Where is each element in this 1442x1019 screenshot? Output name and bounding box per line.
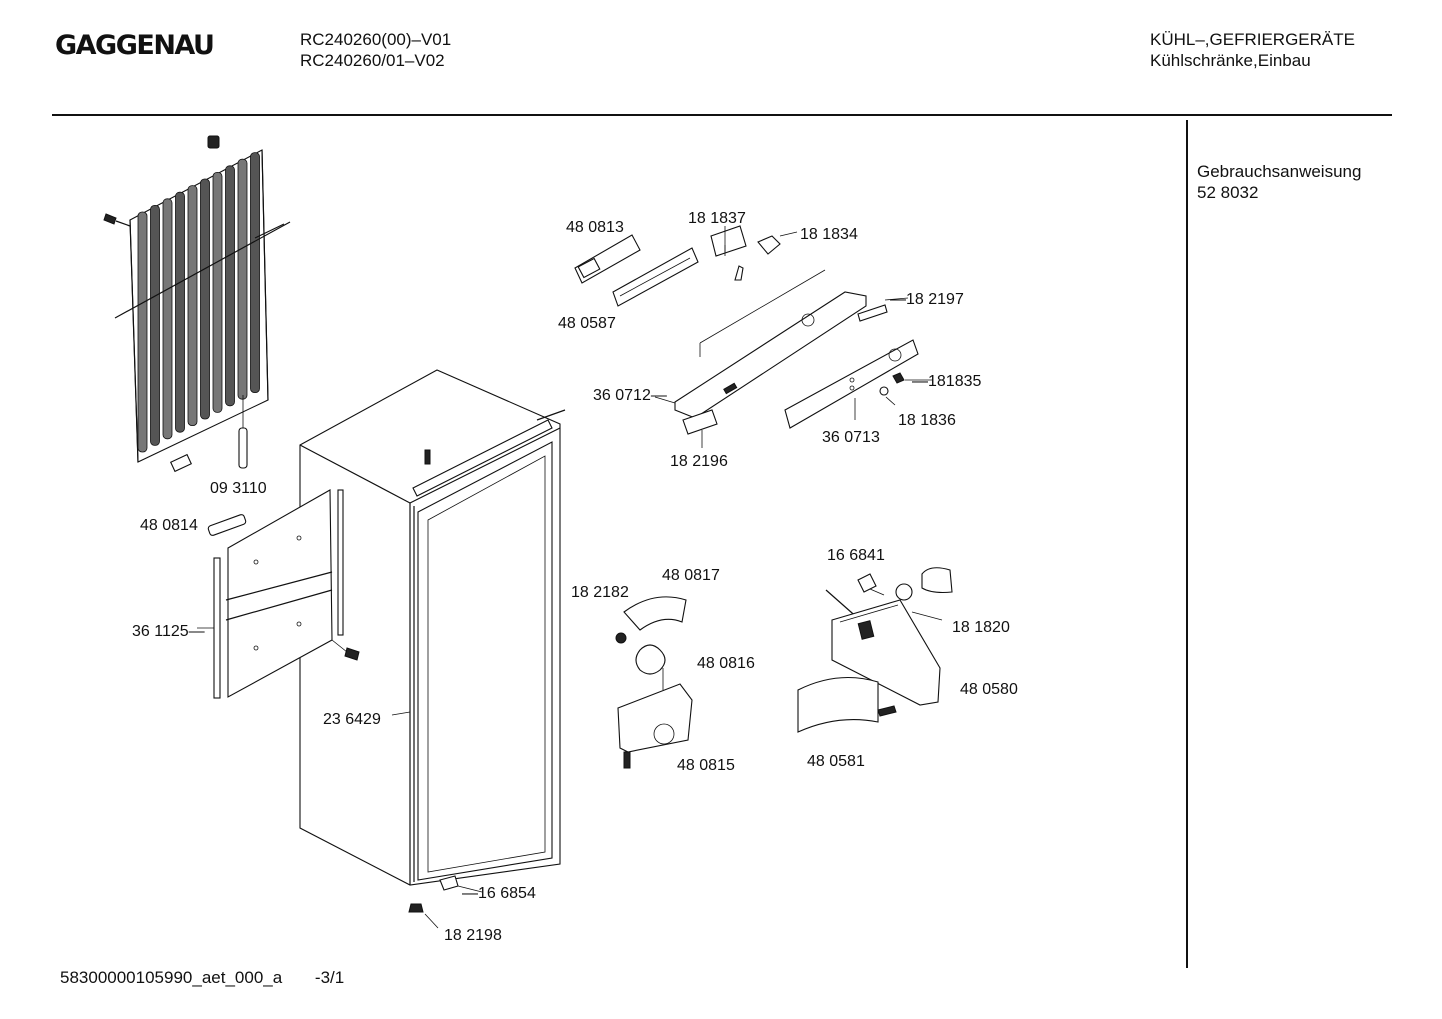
coil-tube <box>175 191 185 433</box>
part-label-480816: 48 0816 <box>697 655 755 672</box>
part-label-361125: 36 1125— <box>132 623 205 640</box>
part-label-093110: 09 3110 <box>210 480 267 497</box>
part-label-182182: 18 2182 <box>571 584 629 601</box>
coil-tube <box>237 158 248 400</box>
part-label-181836: 18 1836 <box>898 412 956 429</box>
fan-assembly <box>615 596 693 769</box>
part-label-181834: 18 1834 <box>800 226 858 243</box>
manual-number: 52 8032 <box>1197 183 1259 202</box>
category-line-2: Kühlschränke,Einbau <box>1150 51 1311 70</box>
part-label-480815: 48 0815 <box>677 757 735 774</box>
coil-tube <box>137 211 148 453</box>
coil-tube <box>162 198 173 440</box>
coil-tube <box>187 185 198 427</box>
condenser-coil <box>103 135 291 473</box>
sidebar-divider <box>1186 120 1188 968</box>
part-label-181835: —181835 <box>912 373 981 390</box>
part-label-480817: 48 0817 <box>662 567 720 584</box>
document-id: 58300000105990_aet_000_a <box>60 968 283 987</box>
part-label-182196: 18 2196 <box>670 453 728 470</box>
category: KÜHL–,GEFRIERGERÄTE Kühlschränke,Einbau <box>1150 29 1355 71</box>
coil-tube <box>200 178 210 420</box>
footer: 58300000105990_aet_000_a -3/1 <box>60 968 344 988</box>
coil-tube <box>150 204 160 446</box>
part-label-181837: 18 1837 <box>688 210 746 227</box>
light-thermostat-unit <box>797 567 953 733</box>
model-line-1: RC240260(00)–V01 <box>300 30 452 49</box>
part-label-181820: 18 1820 <box>952 619 1010 636</box>
header-divider <box>52 114 1392 116</box>
part-label-360712: 36 0712— <box>593 387 667 404</box>
category-line-1: KÜHL–,GEFRIERGERÄTE <box>1150 30 1355 49</box>
cabinet-shell <box>299 369 566 929</box>
manual-reference: Gebrauchsanweisung 52 8032 <box>1197 161 1361 203</box>
part-label-236429: 23 6429 <box>323 711 381 728</box>
manual-title: Gebrauchsanweisung <box>1197 162 1362 181</box>
control-panel-assembly <box>574 225 932 448</box>
part-label-480581: 48 0581 <box>807 753 865 770</box>
part-labels: 09 3110 48 0814 36 1125— 23 6429 —16 685… <box>132 210 1018 944</box>
page-number: -3/1 <box>314 968 345 987</box>
part-label-182197: —18 2197 <box>890 291 964 308</box>
part-label-166854: —16 6854 <box>462 885 536 902</box>
part-label-480814: 48 0814 <box>140 517 198 534</box>
coil-tube <box>212 171 223 413</box>
model-numbers: RC240260(00)–V01 RC240260/01–V02 <box>300 29 451 71</box>
part-label-166841: 16 6841 <box>827 547 885 564</box>
part-label-480587: 48 0587 <box>558 315 616 332</box>
part-label-360713: 36 0713 <box>822 429 880 446</box>
model-line-2: RC240260/01–V02 <box>300 51 445 70</box>
part-label-480580: 48 0580 <box>960 681 1018 698</box>
part-label-480813: 48 0813 <box>566 219 624 236</box>
coil-tube <box>225 165 235 407</box>
brand-logo: GAGGENAU <box>55 30 215 61</box>
part-label-182198: 18 2198 <box>444 927 502 944</box>
back-panel <box>197 489 360 699</box>
coil-tube <box>250 152 260 394</box>
